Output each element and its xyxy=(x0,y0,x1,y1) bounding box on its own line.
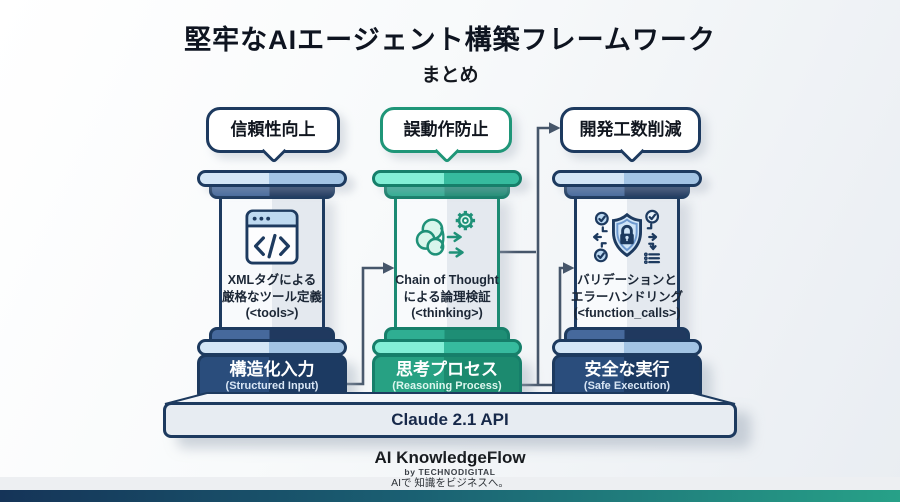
brand-byline: by TECHNODIGITAL xyxy=(404,467,496,477)
tagline-band: AIで 知識をビジネスへ。 xyxy=(0,477,900,490)
bottom-accent-bar xyxy=(0,490,900,502)
benefit-bubble-dev-cost-reduction: 開発工数削減 xyxy=(560,107,701,164)
pillar-shaft: Chain of Thought による論理検証 (<thinking>) xyxy=(394,194,500,338)
page-subtitle: まとめ xyxy=(421,65,479,86)
shield-lock-icon xyxy=(588,205,666,269)
pillar-description: XMLタグによる 厳格なツール定義 (<tools>) xyxy=(222,273,323,320)
arrow-structured-to-reasoning xyxy=(347,262,395,386)
pillar-capital xyxy=(372,170,522,187)
pillar-description: バリデーションと エラーハンドリング (<function_calls>) xyxy=(570,273,684,320)
pillar-capital xyxy=(197,170,347,187)
pillar-shaft: XMLタグによる 厳格なツール定義 (<tools>) xyxy=(219,194,325,338)
pillar-capital xyxy=(552,170,702,187)
platform-label: Claude 2.1 API xyxy=(391,410,509,429)
pillar-structured-input: XMLタグによる 厳格なツール定義 (<tools>) 構造化入力 (Struc… xyxy=(197,170,347,402)
brain-gear-icon xyxy=(408,205,486,269)
benefit-label: 開発工数削減 xyxy=(579,120,682,139)
platform-claude-api: Claude 2.1 API xyxy=(163,402,737,438)
benefit-label: 信頼性向上 xyxy=(230,120,316,139)
brand-tagline: AIで 知識をビジネスへ。 xyxy=(391,477,509,489)
benefit-bubble-reliability: 信頼性向上 xyxy=(206,107,340,164)
code-window-icon xyxy=(245,205,299,269)
arrow-reasoning-to-dev-cost xyxy=(536,122,561,385)
brand-name: AI KnowledgeFlow xyxy=(374,448,526,467)
page-title: 堅牢なAIエージェント構築フレームワーク xyxy=(184,25,716,55)
benefit-label: 誤動作防止 xyxy=(403,120,489,139)
benefit-bubble-malfunction-prevention: 誤動作防止 xyxy=(380,107,512,164)
pillar-safe-execution: バリデーションと エラーハンドリング (<function_calls>) 安全… xyxy=(552,170,702,402)
pillar-description: Chain of Thought による論理検証 (<thinking>) xyxy=(395,273,499,320)
